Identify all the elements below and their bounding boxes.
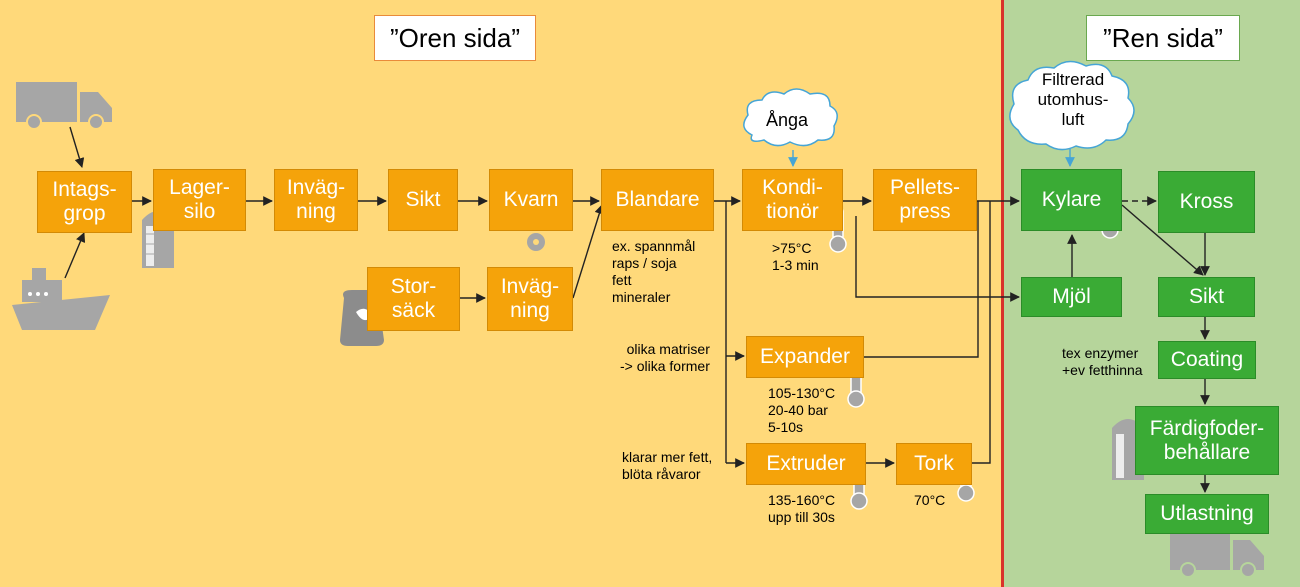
truck-icon (16, 82, 112, 130)
pelletspress-box: Pellets- press (873, 169, 977, 231)
filtered-air-cloud (1009, 60, 1135, 151)
clean-zone-label: ”Ren sida” (1086, 15, 1240, 61)
konditionor-params: >75°C 1-3 min (772, 240, 819, 273)
blandare-notes: ex. spannmål raps / soja fett mineraler (612, 238, 696, 305)
coating-box: Coating (1158, 341, 1256, 379)
kross-box: Kross (1158, 171, 1255, 233)
kvarn-box: Kvarn (489, 169, 573, 231)
lagersilo-box: Lager- silo (153, 169, 246, 231)
tork-params: 70°C (914, 492, 946, 508)
kylare-box: Kylare (1021, 169, 1122, 231)
expander-params: 105-130°C 20-40 bar 5-10s (768, 385, 836, 435)
mjol-box: Mjöl (1021, 277, 1122, 317)
utlastning-box: Utlastning (1145, 494, 1269, 534)
truck-icon (1170, 530, 1264, 578)
ship-icon (12, 268, 110, 330)
expander-box: Expander (746, 336, 864, 378)
fardigfoder-box: Färdigfoder- behållare (1135, 406, 1279, 475)
extruder-box: Extruder (746, 443, 866, 485)
unclean-zone-label: ”Oren sida” (374, 15, 536, 61)
sikt-box-2: Sikt (1158, 277, 1255, 317)
filtered-air-label: Filtrerad utomhus- luft (1037, 70, 1109, 129)
blandare-box: Blandare (601, 169, 714, 231)
coating-desc: tex enzymer +ev fetthinna (1062, 345, 1143, 378)
intagsgrop-box: Intags- grop (37, 171, 132, 233)
extruder-desc: klarar mer fett, blöta råvaror (622, 449, 713, 482)
sikt-box-1: Sikt (388, 169, 458, 231)
extruder-params: 135-160°C upp till 30s (768, 492, 836, 525)
storsack-box: Stor- säck (367, 267, 460, 331)
steam-cloud (743, 88, 838, 147)
expander-desc: olika matriser -> olika former (620, 341, 710, 374)
tork-box: Tork (896, 443, 972, 485)
zone-divider (1001, 0, 1004, 587)
invagning-box-2: Inväg- ning (487, 267, 573, 331)
anga-label: Ånga (766, 110, 809, 130)
invagning-box-1: Inväg- ning (274, 169, 358, 231)
konditionor-box: Kondi- tionör (742, 169, 843, 231)
